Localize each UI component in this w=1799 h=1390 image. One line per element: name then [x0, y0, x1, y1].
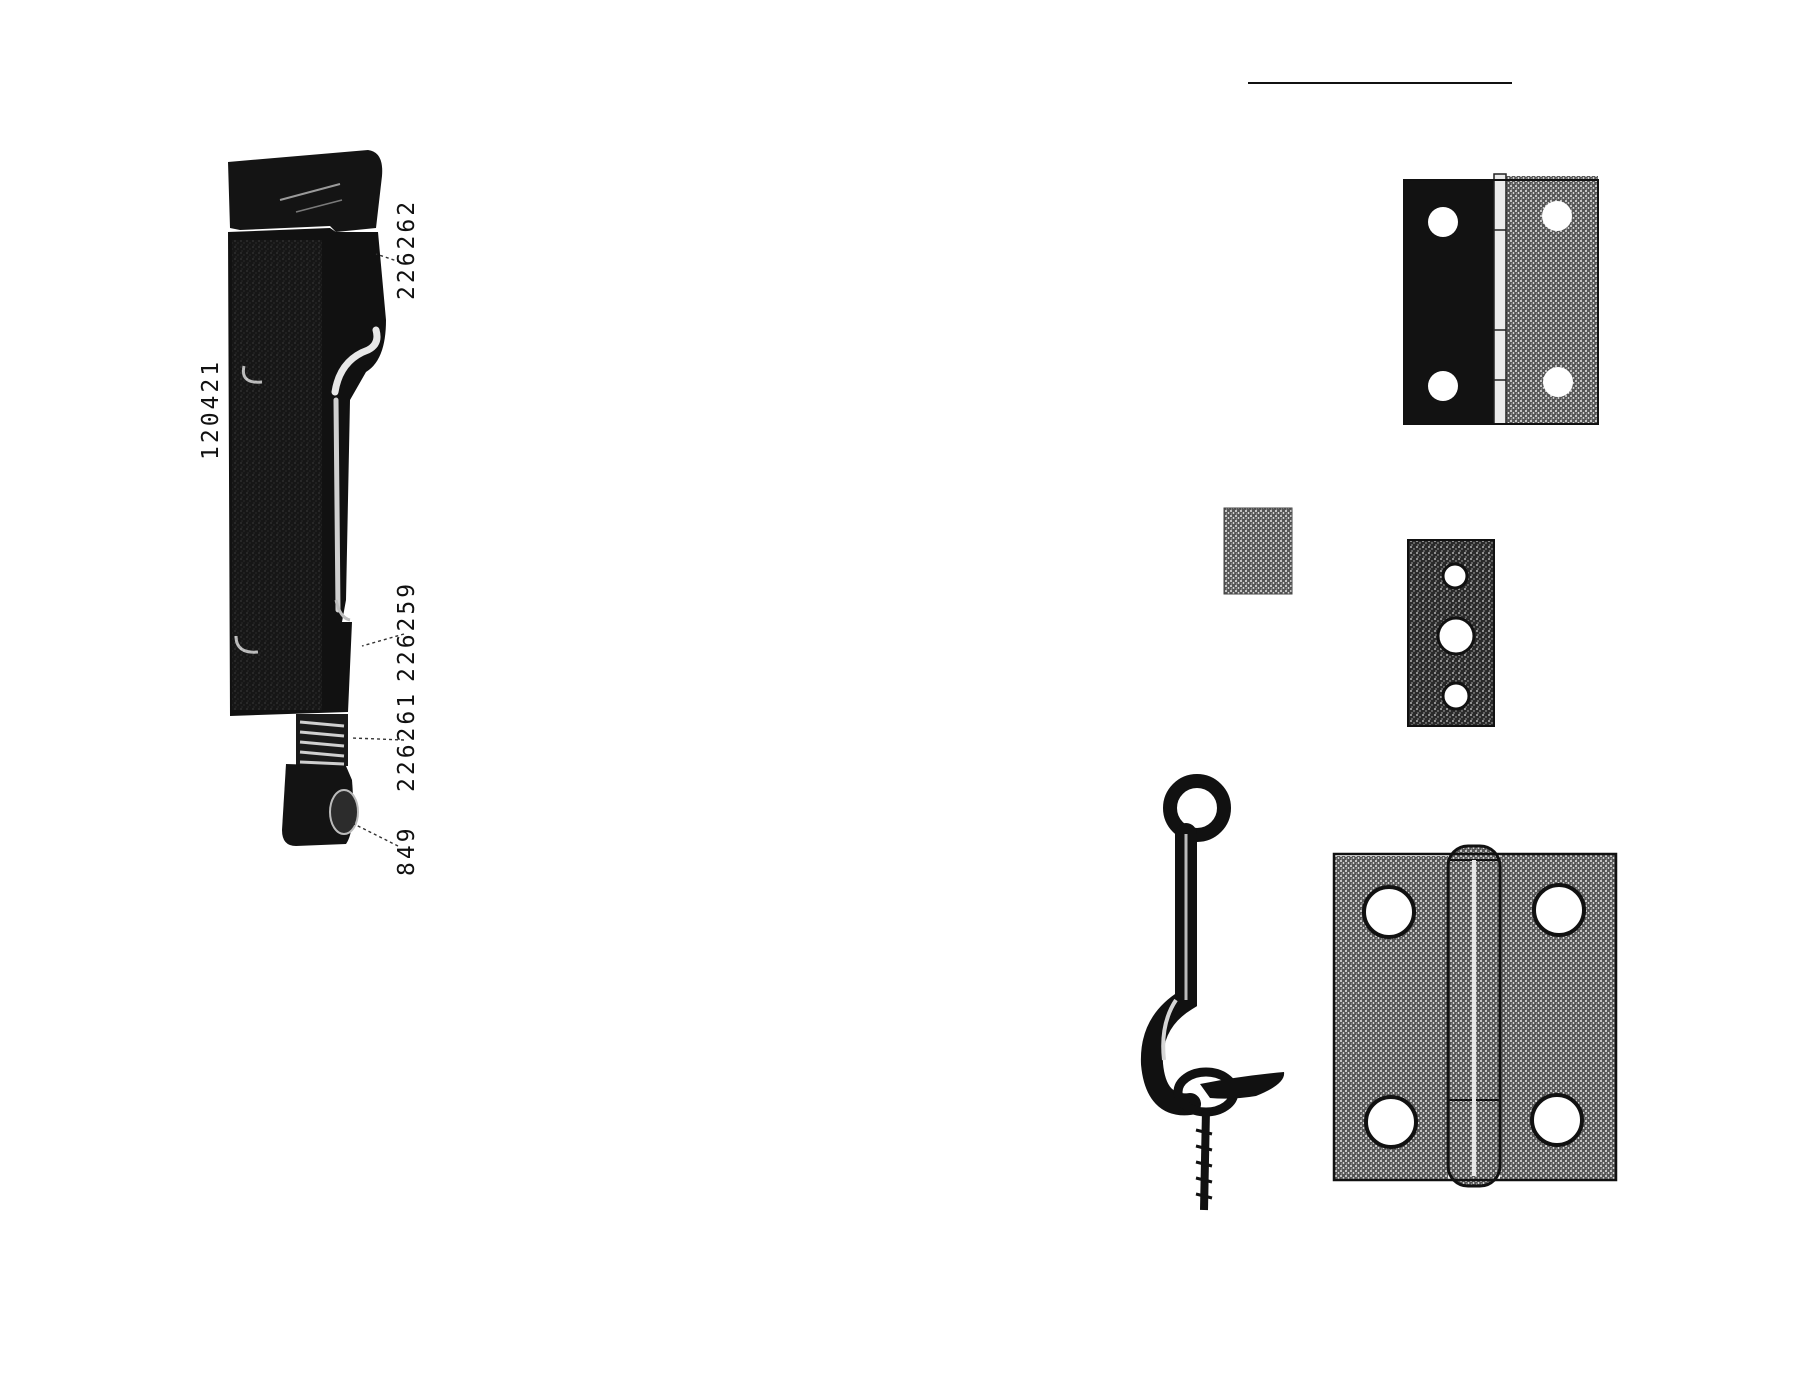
label-part-spring: 226259	[394, 581, 420, 682]
bolt-screw-spring	[296, 714, 348, 766]
leaf-swatch-icon	[1224, 508, 1292, 594]
bolt-top-cap	[228, 150, 382, 232]
label-part-screw: 226261	[394, 691, 420, 792]
hinge-large-icon	[1334, 846, 1616, 1186]
label-part-top: 226262	[394, 199, 420, 300]
hinge-leaf-three-hole-icon	[1408, 540, 1494, 726]
hinge-small-upper-icon	[1404, 174, 1598, 424]
label-part-main: 120421	[198, 359, 224, 460]
label-part-pin: 849	[394, 825, 420, 876]
